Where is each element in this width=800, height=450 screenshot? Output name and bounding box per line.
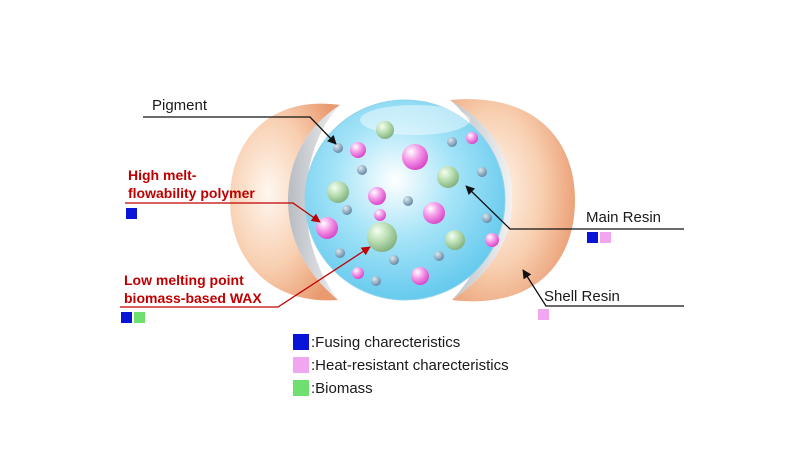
shell-resin-heat-square [538, 309, 549, 320]
polymer-particles [316, 132, 499, 285]
main-resin-heat-square [600, 232, 611, 243]
polymer-label-line2: flowability polymer [128, 185, 255, 201]
legend-item-biomass: :Biomass [293, 378, 373, 398]
polymer-fusing-square [126, 208, 137, 219]
wax-fusing-square [121, 312, 132, 323]
wax-label: Low melting point biomass-based WAX [124, 271, 262, 307]
pigment-particles [333, 137, 492, 286]
shell-resin-leader [522, 269, 684, 307]
legend-text-fusing: :Fusing charecteristics [311, 333, 461, 351]
main-resin-label: Main Resin [586, 209, 662, 226]
wax-leader [120, 246, 371, 308]
legend-swatch-heat [293, 357, 309, 373]
main-resin-fusing-square [587, 232, 598, 243]
shell-resin-left [230, 103, 340, 301]
pigment-leader [143, 116, 337, 145]
polymer-label: High melt- flowability polymer [128, 166, 255, 202]
wax-label-line1: Low melting point [124, 272, 244, 288]
legend-item-fusing: :Fusing charecteristics [293, 332, 460, 352]
legend-swatch-fusing [293, 334, 309, 350]
legend-text-heat: :Heat-resistant charecteristics [311, 356, 509, 374]
pigment-label: Pigment [152, 97, 208, 114]
shell-resin-right [450, 99, 575, 302]
main-resin-leader [465, 185, 684, 230]
polymer-label-line1: High melt- [128, 167, 197, 183]
legend-item-heat: :Heat-resistant charecteristics [293, 355, 509, 375]
wax-label-line2: biomass-based WAX [124, 290, 262, 306]
legend-text-biomass: :Biomass [311, 379, 373, 397]
wax-biomass-square [134, 312, 145, 323]
shell-resin-label: Shell Resin [544, 288, 620, 305]
legend-swatch-biomass [293, 380, 309, 396]
wax-particles [327, 121, 465, 252]
polymer-leader [125, 202, 321, 223]
